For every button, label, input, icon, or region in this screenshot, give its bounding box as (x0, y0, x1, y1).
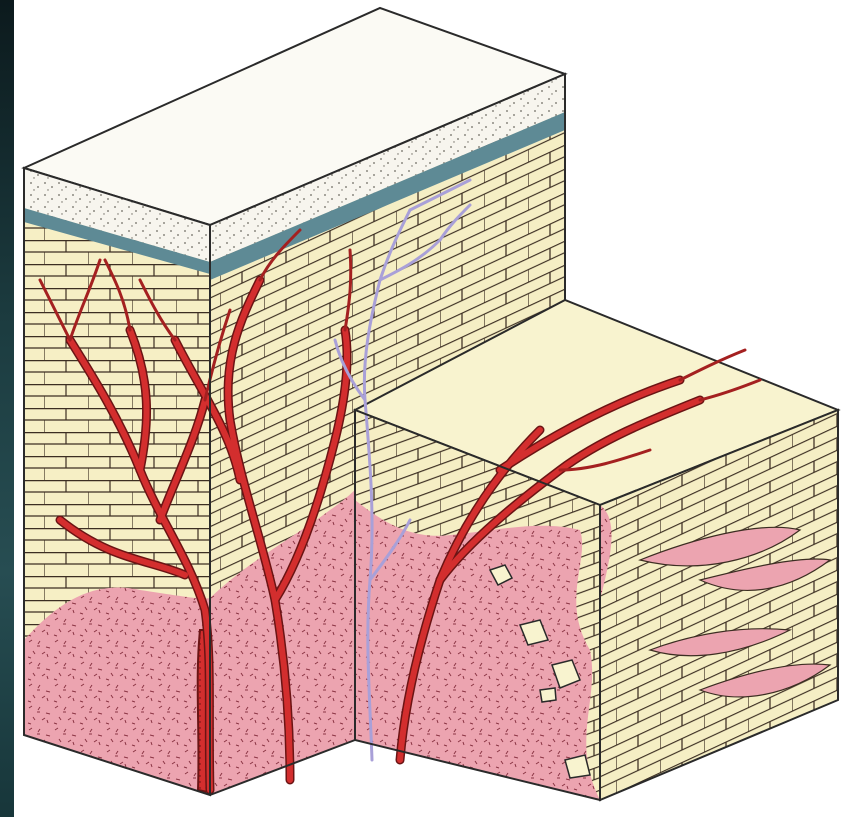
upper-block-left-face (0, 160, 223, 810)
